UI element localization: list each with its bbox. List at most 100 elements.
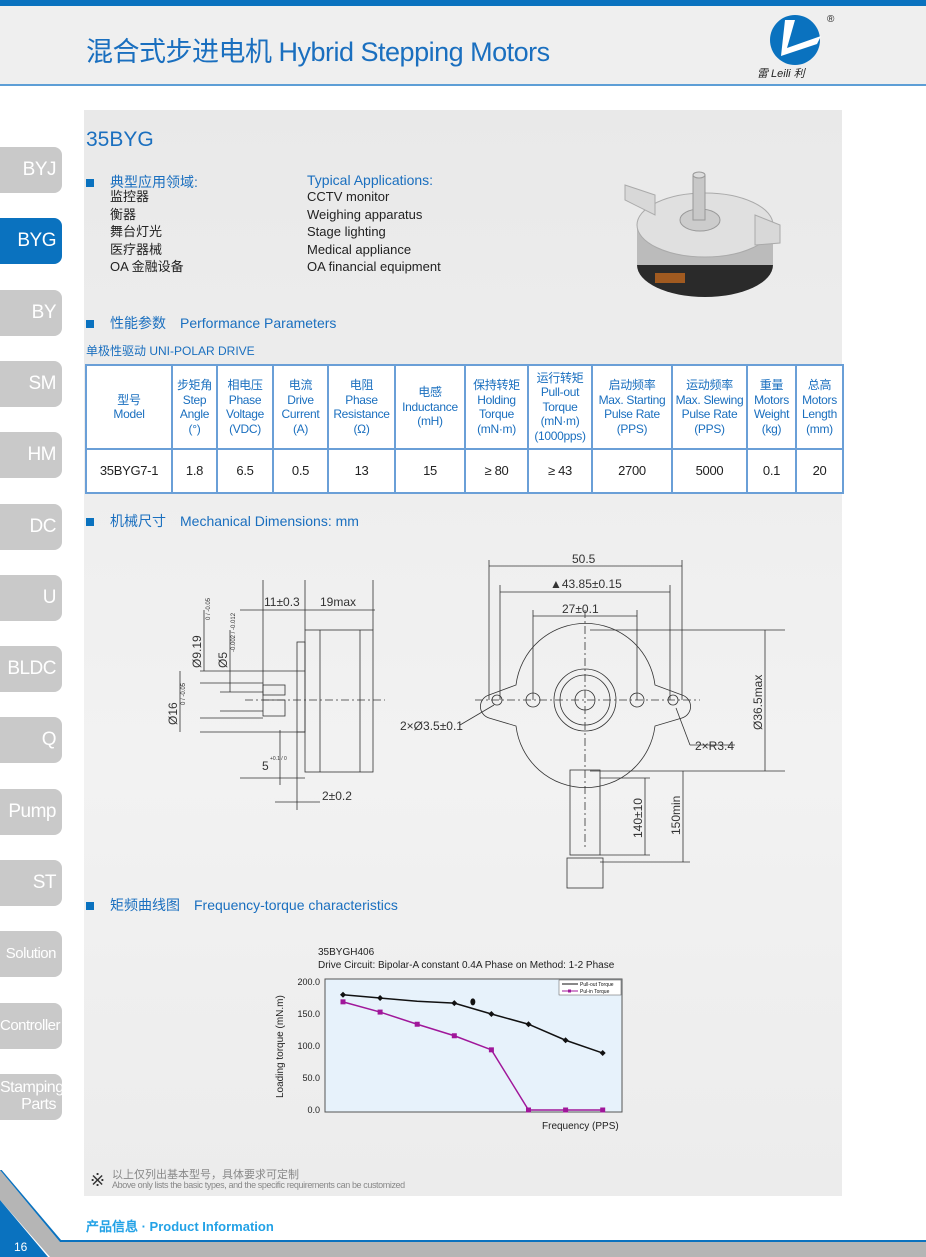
drive-type: 单极性驱动 UNI-POLAR DRIVE [86,344,255,358]
header-line: (mN·m) [540,414,580,429]
table-cell: 20 [795,448,844,494]
header-line: Drive [287,392,314,407]
y-tick-label: 100.0 [297,1041,320,1051]
application-item: 监控器 [110,189,150,204]
page-number: 16 [14,1240,28,1254]
frequency-title-en: Frequency-torque characteristics [194,897,398,913]
frequency-heading: 矩频曲线图 Frequency-torque characteristics [86,895,398,915]
motor-body [304,629,374,773]
header-line: (1000pps) [534,428,586,443]
sidebar-item-stamping-parts[interactable]: Stamping Parts [0,1073,64,1120]
chart-title: 35BYGH406 [318,947,375,958]
y-tick-label: 200.0 [297,977,320,987]
side-view-drawing: 11±0.3 19max Ø9.19 0 / -0.05 Ø5 -0.002 /… [166,580,385,810]
header-line: Pulse Rate [604,407,660,421]
header-line: Phase [345,392,378,407]
data-point [525,1021,532,1028]
footer-title: 产品信息 · Product Information [86,1219,274,1234]
dim-36-5: Ø36.5max [751,675,765,730]
dim-hole: 2×Ø3.5±0.1 [400,719,463,733]
header-line: (PPS) [616,421,648,436]
dim-9-19: Ø9.19 [190,635,204,668]
table-cell: 15 [394,448,466,494]
application-item: OA financial equipment [307,259,441,274]
sidebar-item-solution[interactable]: Solution [0,931,62,978]
sidebar-item-dc[interactable]: DC [0,503,62,550]
header-line: (mm) [806,421,833,436]
dim-radius: 2×R3.4 [695,739,734,753]
header-line: Model [113,407,145,421]
data-point [526,1107,531,1113]
header-line: 运行转矩 [536,370,584,385]
application-item: OA 金融设备 [110,259,184,274]
header-line: 总高 [807,378,832,392]
sidebar-item-sm[interactable]: SM [0,360,62,407]
table-cell: 13 [327,448,396,494]
header-line: 型号 [117,392,141,407]
frequency-title-cn: 矩频曲线图 [110,897,180,913]
table-cell: 1.8 [171,448,218,494]
y-tick-label: 0.0 [307,1105,320,1115]
header-line: 电流 [288,378,313,392]
dim-5b: 5 [262,759,269,773]
chart-subtitle: Drive Circuit: Bipolar-A constant 0.4A P… [318,960,615,971]
dim-2: 2±0.2 [322,789,352,803]
sidebar-item-q[interactable]: Q [0,717,62,764]
sidebar-item-hm[interactable]: HM [0,432,62,479]
page-title: 混合式步进电机 Hybrid Stepping Motors [86,37,550,67]
header-line: Step [182,392,207,407]
y-tick-label: 150.0 [297,1009,320,1019]
sidebar-item-pump[interactable]: Pump [0,788,62,835]
sidebar-item-byg[interactable]: BYG [0,218,62,265]
y-axis-label: Loading torque (mN.m) [275,995,286,1098]
applications-title-en: Typical Applications: [307,172,434,188]
header-line: (Ω) [353,421,370,436]
header-line: (PPS) [694,421,725,436]
dim-5: Ø5 [216,652,230,668]
sidebar-item-bldc[interactable]: BLDC [0,646,62,693]
note-symbol: ※ [90,1170,106,1190]
table-cell: ≥ 43 [527,448,593,494]
application-item: 衡器 [110,206,137,222]
table-cell: 0.5 [272,448,329,494]
sidebar-item-controller[interactable]: Controller [0,1002,62,1049]
data-point [340,991,346,998]
header-line: Current [281,407,320,421]
header-line: Max. Starting [598,392,666,407]
header-line: Phase [228,392,262,407]
dim-150: 150min [669,796,683,835]
sidebar-item-st[interactable]: ST [0,860,62,906]
model-title: 35BYG [86,128,154,151]
sidebar-item-u[interactable]: U [0,574,62,621]
sidebar-item-byj[interactable]: BYJ [0,147,62,193]
note-cn: 以上仅列出基本型号，具体要求可定制 [112,1169,299,1181]
legend-pull-in: Pul-in Torque [580,989,610,995]
dim-16-tol: 0 / -0.05 [181,682,187,705]
data-point [488,1047,494,1053]
header-line: 相电压 [227,378,263,392]
header-line: Max. Slewing [675,392,744,407]
header-line: Motors [802,392,837,407]
table-cell: ≥ 80 [464,448,529,494]
header-line: Pull-out [540,385,580,400]
header-line: (A) [292,421,309,436]
sidebar-item-by[interactable]: BY [0,289,62,336]
dim-11: 11±0.3 [264,595,300,609]
motor-photo [624,171,781,297]
data-point [599,1050,606,1057]
data-point [377,1009,383,1015]
header-line: Voltage [226,407,264,421]
annotation-point [470,998,476,1006]
header-line: 步矩角 [176,378,213,392]
header-line: Inductance [402,399,458,414]
